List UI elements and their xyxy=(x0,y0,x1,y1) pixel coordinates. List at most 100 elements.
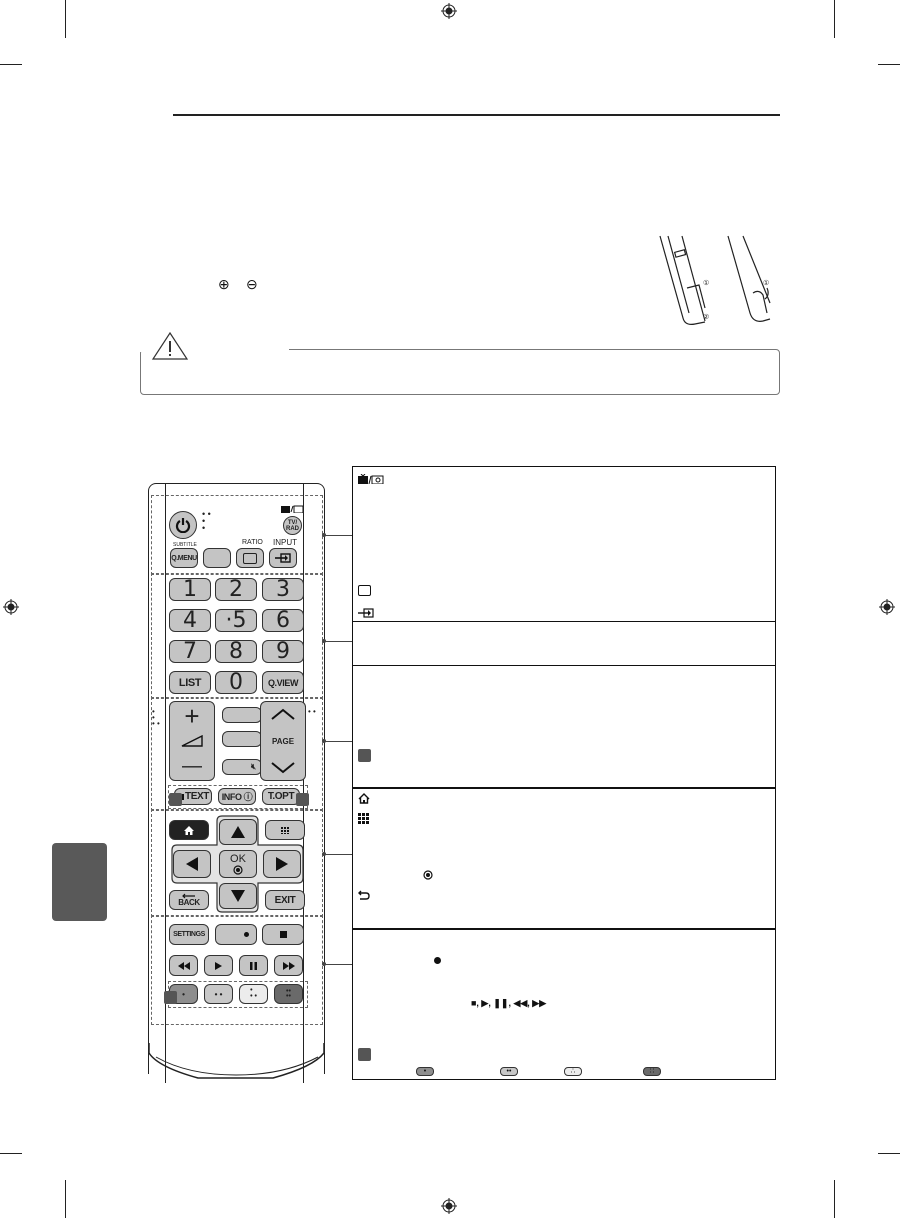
volume-down-icon: — xyxy=(182,754,202,777)
caution-header-gap xyxy=(139,346,289,352)
group-numpad xyxy=(151,573,323,699)
svg-text:①: ① xyxy=(763,279,769,287)
ok-button[interactable]: OK xyxy=(219,850,257,878)
settings-button[interactable]: SETTINGS xyxy=(169,924,209,945)
fast-forward-button[interactable] xyxy=(274,955,303,976)
qmenu-button[interactable]: Q.MENU xyxy=(170,548,198,568)
button-description-table: ■, ▶, ❚❚, ◀◀, ▶▶ • •• ∴ ∷ xyxy=(352,466,776,1080)
group-media xyxy=(151,915,323,1025)
grid-icon xyxy=(280,826,289,834)
back-arrow-icon xyxy=(182,893,195,899)
desc-row-volume xyxy=(353,665,775,788)
key-6[interactable]: 6 xyxy=(262,608,304,633)
record-button[interactable] xyxy=(215,924,257,945)
color-button-green[interactable]: • • xyxy=(204,984,233,1004)
home-button[interactable] xyxy=(169,820,209,840)
desc-row-numpad xyxy=(353,621,775,665)
desc-row-media xyxy=(353,928,775,1080)
volume-rocker[interactable]: + — xyxy=(169,701,215,781)
topt-button[interactable]: T.OPT xyxy=(262,788,300,805)
exit-button[interactable]: EXIT xyxy=(265,890,305,910)
input-button[interactable] xyxy=(269,548,297,568)
crop-mark-right-lower xyxy=(878,1153,900,1154)
crop-mark-left-lower xyxy=(0,1153,22,1154)
key-2[interactable]: 2 xyxy=(215,577,257,602)
right-button[interactable] xyxy=(263,850,301,878)
key-3[interactable]: 3 xyxy=(262,577,304,602)
marker-square-icon xyxy=(164,991,177,1004)
stop-button[interactable] xyxy=(262,924,304,945)
qview-button[interactable]: Q.VIEW xyxy=(262,671,304,694)
page-up-icon xyxy=(271,708,295,720)
power-button[interactable] xyxy=(169,511,197,539)
marker-square-icon xyxy=(296,793,309,806)
minus-polarity-icon: ⊖ xyxy=(246,276,258,292)
svg-text:①: ① xyxy=(703,279,709,287)
page-rocker[interactable]: PAGE xyxy=(260,701,306,781)
remote-outline xyxy=(148,483,325,1074)
svg-text:②: ② xyxy=(703,313,709,321)
back-arrow-icon xyxy=(358,890,370,900)
battery-cover-illustration: ① ② ① xyxy=(659,235,771,325)
page-down-icon xyxy=(271,762,295,774)
key-5[interactable]: ·5 xyxy=(215,608,257,633)
key-1[interactable]: 1 xyxy=(169,577,211,602)
info-button[interactable]: INFO ⓘ xyxy=(218,788,256,805)
color-button-yellow[interactable]: •• • xyxy=(239,984,268,1004)
page-dots: • • xyxy=(308,707,316,716)
tv-rad-button[interactable]: TV/ RAD xyxy=(283,516,302,535)
blank-button-middle[interactable] xyxy=(222,731,262,747)
key-8[interactable]: 8 xyxy=(215,639,257,664)
down-arrow-icon xyxy=(231,890,245,902)
up-arrow-icon xyxy=(231,826,245,838)
registration-mark-icon xyxy=(3,599,19,615)
pause-icon xyxy=(250,961,257,970)
back-button[interactable]: BACK xyxy=(169,890,209,910)
registration-mark-icon xyxy=(441,3,457,19)
inline-color-button-red: • xyxy=(416,1067,434,1076)
blank-button-upper[interactable] xyxy=(222,707,262,723)
record-dot-icon xyxy=(244,932,249,937)
warning-triangle-icon xyxy=(151,331,189,361)
left-arrow-icon xyxy=(186,857,198,871)
list-button[interactable]: LIST xyxy=(169,671,211,694)
blank-button[interactable] xyxy=(203,548,231,568)
inline-color-button-green: •• xyxy=(500,1067,518,1076)
apps-button[interactable] xyxy=(265,820,305,840)
registration-mark-icon xyxy=(879,599,895,615)
section-side-tab xyxy=(52,843,107,921)
key-7[interactable]: 7 xyxy=(169,639,211,664)
down-button[interactable] xyxy=(219,883,257,909)
up-button[interactable] xyxy=(219,819,257,845)
plus-polarity-icon: ⊕ xyxy=(218,276,230,292)
record-dot-icon xyxy=(434,957,441,964)
input-icon xyxy=(358,608,374,618)
crop-mark-left-upper xyxy=(0,64,22,65)
color-button-blue[interactable]: •••• xyxy=(274,984,303,1004)
left-button[interactable] xyxy=(173,850,211,878)
power-icon xyxy=(175,518,191,533)
ratio-icon xyxy=(243,552,257,564)
ratio-button[interactable] xyxy=(236,548,264,568)
pause-button[interactable] xyxy=(239,955,268,976)
play-icon xyxy=(215,961,222,970)
key-9[interactable]: 9 xyxy=(262,639,304,664)
key-4[interactable]: 4 xyxy=(169,608,211,633)
key-0[interactable]: 0 xyxy=(215,670,257,695)
tv-radio-icon xyxy=(281,505,303,513)
home-icon xyxy=(184,825,194,835)
desc-row-navigation xyxy=(353,787,775,929)
leader-line xyxy=(324,964,352,965)
fast-forward-icon xyxy=(282,961,295,970)
rewind-button[interactable] xyxy=(169,955,198,976)
mute-button[interactable]: 🔇︎ xyxy=(222,759,262,775)
remote-control-diagram: • ••• TV/ RAD SUBTITLE Q.MENU RATIO INPU… xyxy=(148,483,325,1088)
ok-circle-icon xyxy=(233,864,243,875)
leader-line xyxy=(324,641,352,642)
right-arrow-icon xyxy=(276,857,288,871)
stop-icon xyxy=(279,931,287,938)
input-icon xyxy=(275,553,291,563)
leader-line xyxy=(324,854,352,855)
play-button[interactable] xyxy=(204,955,233,976)
power-dots: • ••• xyxy=(202,509,211,533)
